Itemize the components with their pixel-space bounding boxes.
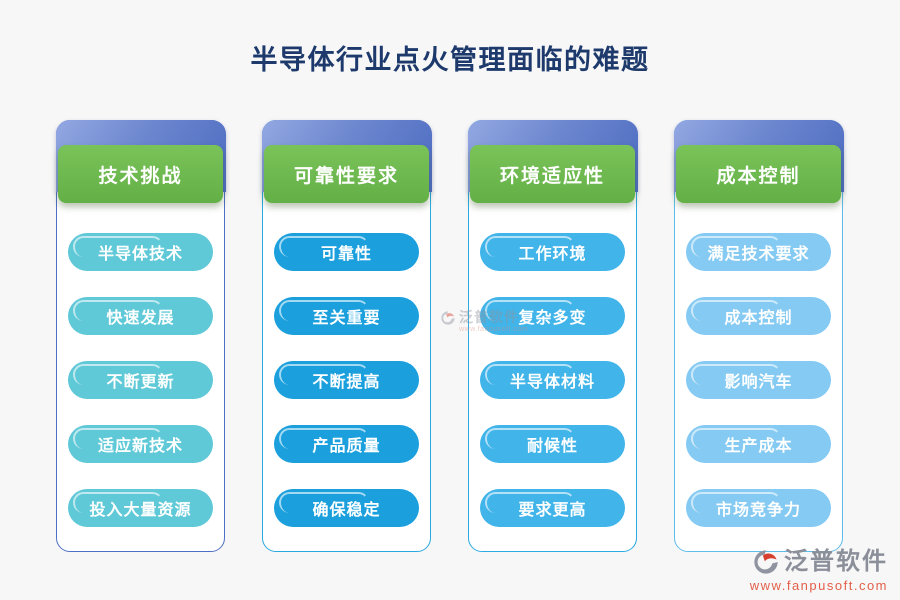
list-item: 可靠性 [274, 233, 419, 271]
fanpu-logo-icon [441, 311, 455, 325]
footer-brand-url: www.fanpusoft.com [749, 578, 888, 593]
pill-list: 可靠性 至关重要 不断提高 产品质量 确保稳定 [263, 233, 430, 527]
list-item: 产品质量 [274, 425, 419, 463]
card-cost-control: 成本控制 满足技术要求 成本控制 影响汽车 生产成本 市场竞争力 [673, 119, 844, 552]
list-item: 满足技术要求 [686, 233, 831, 271]
list-item: 确保稳定 [274, 489, 419, 527]
list-item: 投入大量资源 [68, 489, 213, 527]
pill-list: 满足技术要求 成本控制 影响汽车 生产成本 市场竞争力 [675, 233, 842, 527]
list-item: 不断更新 [68, 361, 213, 399]
pill-list: 半导体技术 快速发展 不断更新 适应新技术 投入大量资源 [57, 233, 224, 527]
list-item: 市场竞争力 [686, 489, 831, 527]
list-item: 耐候性 [480, 425, 625, 463]
card-header: 环境适应性 [470, 145, 635, 203]
list-item: 快速发展 [68, 297, 213, 335]
list-item: 半导体技术 [68, 233, 213, 271]
list-item: 至关重要 [274, 297, 419, 335]
list-item: 工作环境 [480, 233, 625, 271]
list-item: 适应新技术 [68, 425, 213, 463]
pill-list: 工作环境 复杂多变 半导体材料 耐候性 要求更高 [469, 233, 636, 527]
card-environment: 环境适应性 工作环境 复杂多变 半导体材料 耐候性 要求更高 [467, 119, 638, 552]
card-header: 成本控制 [676, 145, 841, 203]
list-item: 半导体材料 [480, 361, 625, 399]
list-item: 复杂多变 [480, 297, 625, 335]
list-item: 成本控制 [686, 297, 831, 335]
card-header: 技术挑战 [58, 145, 223, 203]
list-item: 不断提高 [274, 361, 419, 399]
list-item: 生产成本 [686, 425, 831, 463]
list-item: 影响汽车 [686, 361, 831, 399]
card-reliability: 可靠性要求 可靠性 至关重要 不断提高 产品质量 确保稳定 [261, 119, 432, 552]
card-header: 可靠性要求 [264, 145, 429, 203]
page-title: 半导体行业点火管理面临的难题 [250, 45, 650, 75]
card-tech-challenge: 技术挑战 半导体技术 快速发展 不断更新 适应新技术 投入大量资源 [55, 119, 226, 552]
list-item: 要求更高 [480, 489, 625, 527]
footer-brand-name: 泛普软件 [784, 548, 888, 575]
fanpu-logo-icon [754, 550, 778, 574]
footer-brand-logo: 泛普软件 www.fanpusoft.com [749, 548, 888, 593]
